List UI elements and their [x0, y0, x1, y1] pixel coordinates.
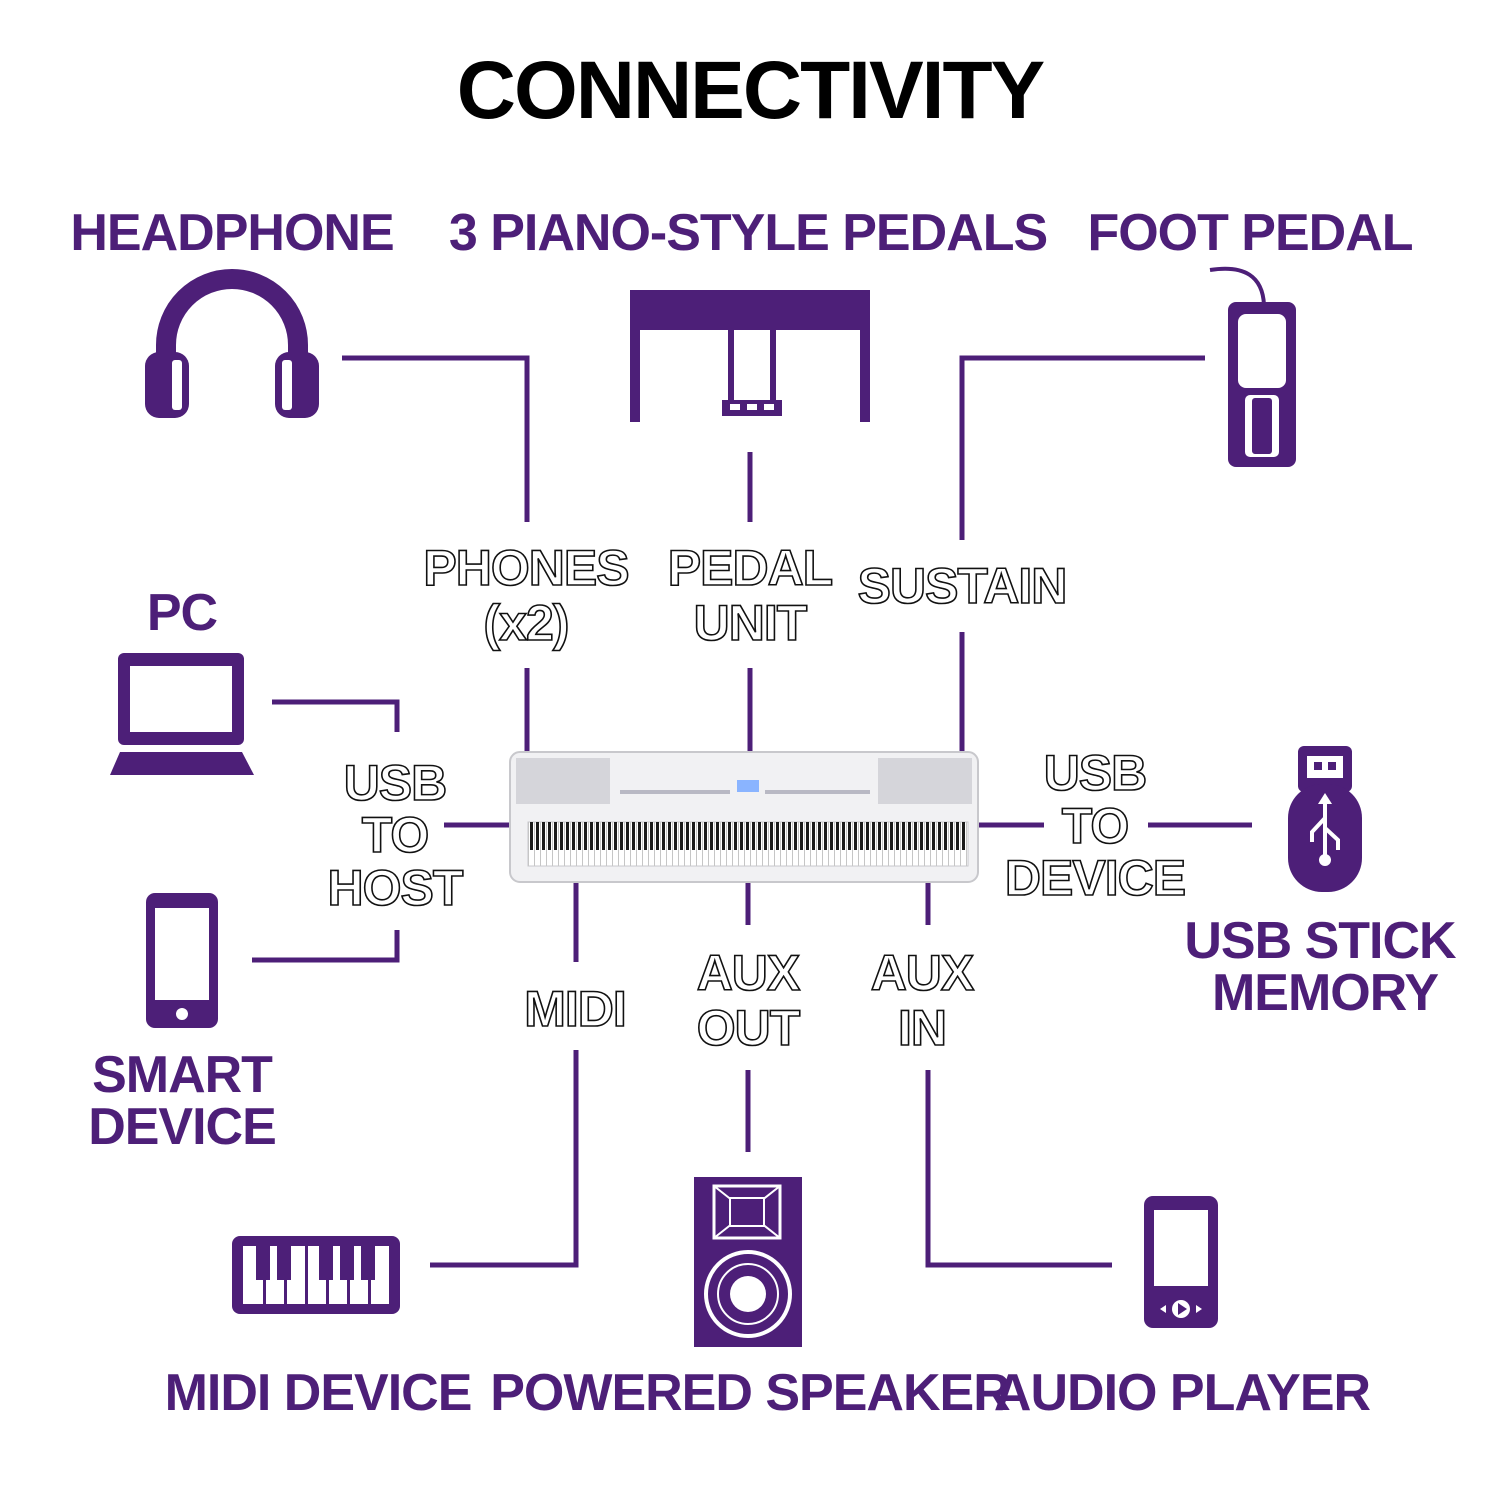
port-phones-line2: (x2) — [484, 595, 569, 651]
powered-speaker-label: POWERED SPEAKER — [490, 1364, 1010, 1422]
audio-player-label: AUDIO PLAYER — [994, 1364, 1371, 1422]
port-pedal-unit-line1: PEDAL — [668, 540, 832, 596]
midi-device-label: MIDI DEVICE — [165, 1364, 472, 1422]
speaker-icon — [694, 1177, 802, 1347]
connection-lines — [252, 355, 1252, 1268]
port-aux-out-line1: AUX — [697, 945, 800, 1001]
headphone-icon — [145, 269, 319, 418]
port-aux-out-line2: OUT — [697, 1000, 800, 1056]
audio-player-icon — [1144, 1196, 1218, 1328]
foot-pedal-icon — [1209, 266, 1296, 467]
usb-stick-label-line2: MEMORY — [1212, 964, 1438, 1022]
foot-pedal-label: FOOT PEDAL — [1087, 204, 1412, 262]
wire-foot-pedal — [959, 355, 1205, 752]
wire-pc — [272, 699, 400, 732]
pedals-label: 3 PIANO-STYLE PEDALS — [449, 204, 1047, 262]
port-usb-device-line3: DEVICE — [1005, 850, 1185, 906]
smart-device-label-line2: DEVICE — [88, 1098, 276, 1156]
wire-smart-device — [252, 930, 400, 963]
usb-stick-label-line1: USB STICK — [1184, 912, 1457, 970]
port-phones-line1: PHONES — [423, 540, 628, 596]
pedal-unit-icon — [630, 290, 870, 422]
port-pedal-unit-line2: UNIT — [694, 595, 807, 651]
port-sustain: SUSTAIN — [858, 558, 1067, 614]
port-midi: MIDI — [524, 981, 626, 1037]
wire-headphone — [342, 355, 530, 752]
digital-piano-image — [509, 751, 979, 883]
port-aux-in-line2: IN — [898, 1000, 946, 1056]
usb-stick-icon — [1288, 746, 1362, 892]
port-usb-device-line2: TO — [1062, 798, 1129, 854]
smartphone-icon — [146, 893, 218, 1028]
wire-midi — [430, 882, 579, 1268]
port-usb-host-line3: HOST — [328, 860, 463, 916]
headphone-label: HEADPHONE — [70, 204, 393, 262]
port-usb-host-line1: USB — [344, 755, 447, 811]
pc-label: PC — [147, 584, 218, 642]
wire-aux-in — [925, 882, 1112, 1268]
port-usb-device-line1: USB — [1044, 745, 1147, 801]
port-aux-in-line1: AUX — [871, 945, 974, 1001]
port-usb-host-line2: TO — [362, 807, 429, 863]
laptop-icon — [110, 653, 254, 775]
smart-device-label-line1: SMART — [92, 1046, 273, 1104]
page-title: CONNECTIVITY — [457, 45, 1045, 136]
midi-keyboard-icon — [232, 1236, 400, 1314]
